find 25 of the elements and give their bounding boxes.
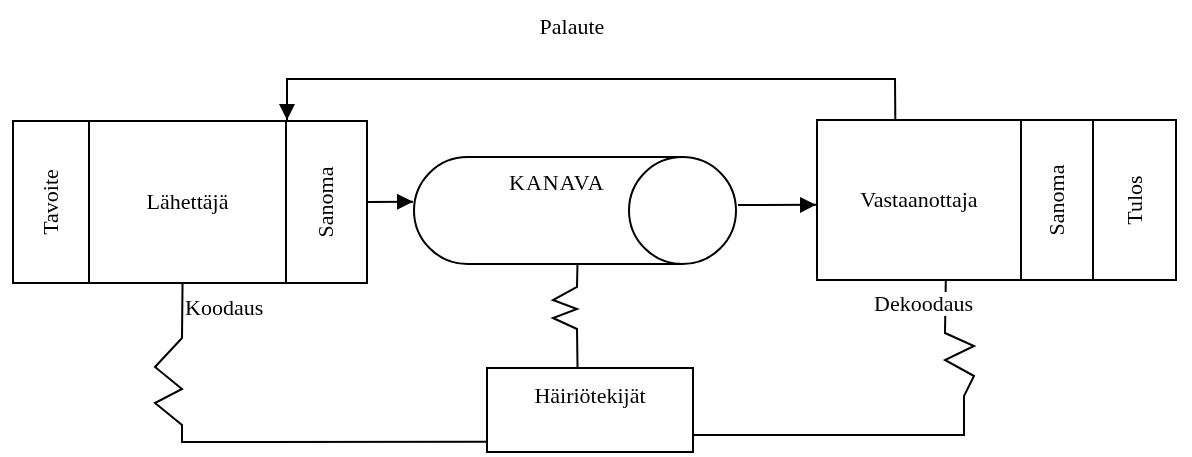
process-box [285,120,368,284]
process-box [88,120,287,284]
connector-line [550,264,580,368]
connector-line [693,280,977,436]
node-label: Tavoite [38,169,64,235]
edge-label: Koodaus [184,296,265,321]
arrow [737,196,817,213]
arrow [367,193,414,210]
process-box [12,120,90,284]
edge-label: Dekoodaus [873,292,974,317]
node-label: Sanoma [1044,164,1070,236]
channel-cylinder [413,156,738,265]
arrow [279,78,897,121]
process-box [1020,119,1094,281]
process-box [816,119,1022,281]
node-label: Sanoma [313,166,340,238]
node-label: Tulos [1121,175,1148,225]
node-label: KANAVA [509,170,605,196]
node-label: Lähettäjä [146,189,229,215]
connector-line [153,283,487,443]
feedback-label: Palaute [539,14,605,40]
process-box [1092,119,1177,281]
node-label: Vastaanottaja [860,187,978,213]
node-label: Häiriötekijät [534,383,646,409]
noise-box [486,367,694,453]
